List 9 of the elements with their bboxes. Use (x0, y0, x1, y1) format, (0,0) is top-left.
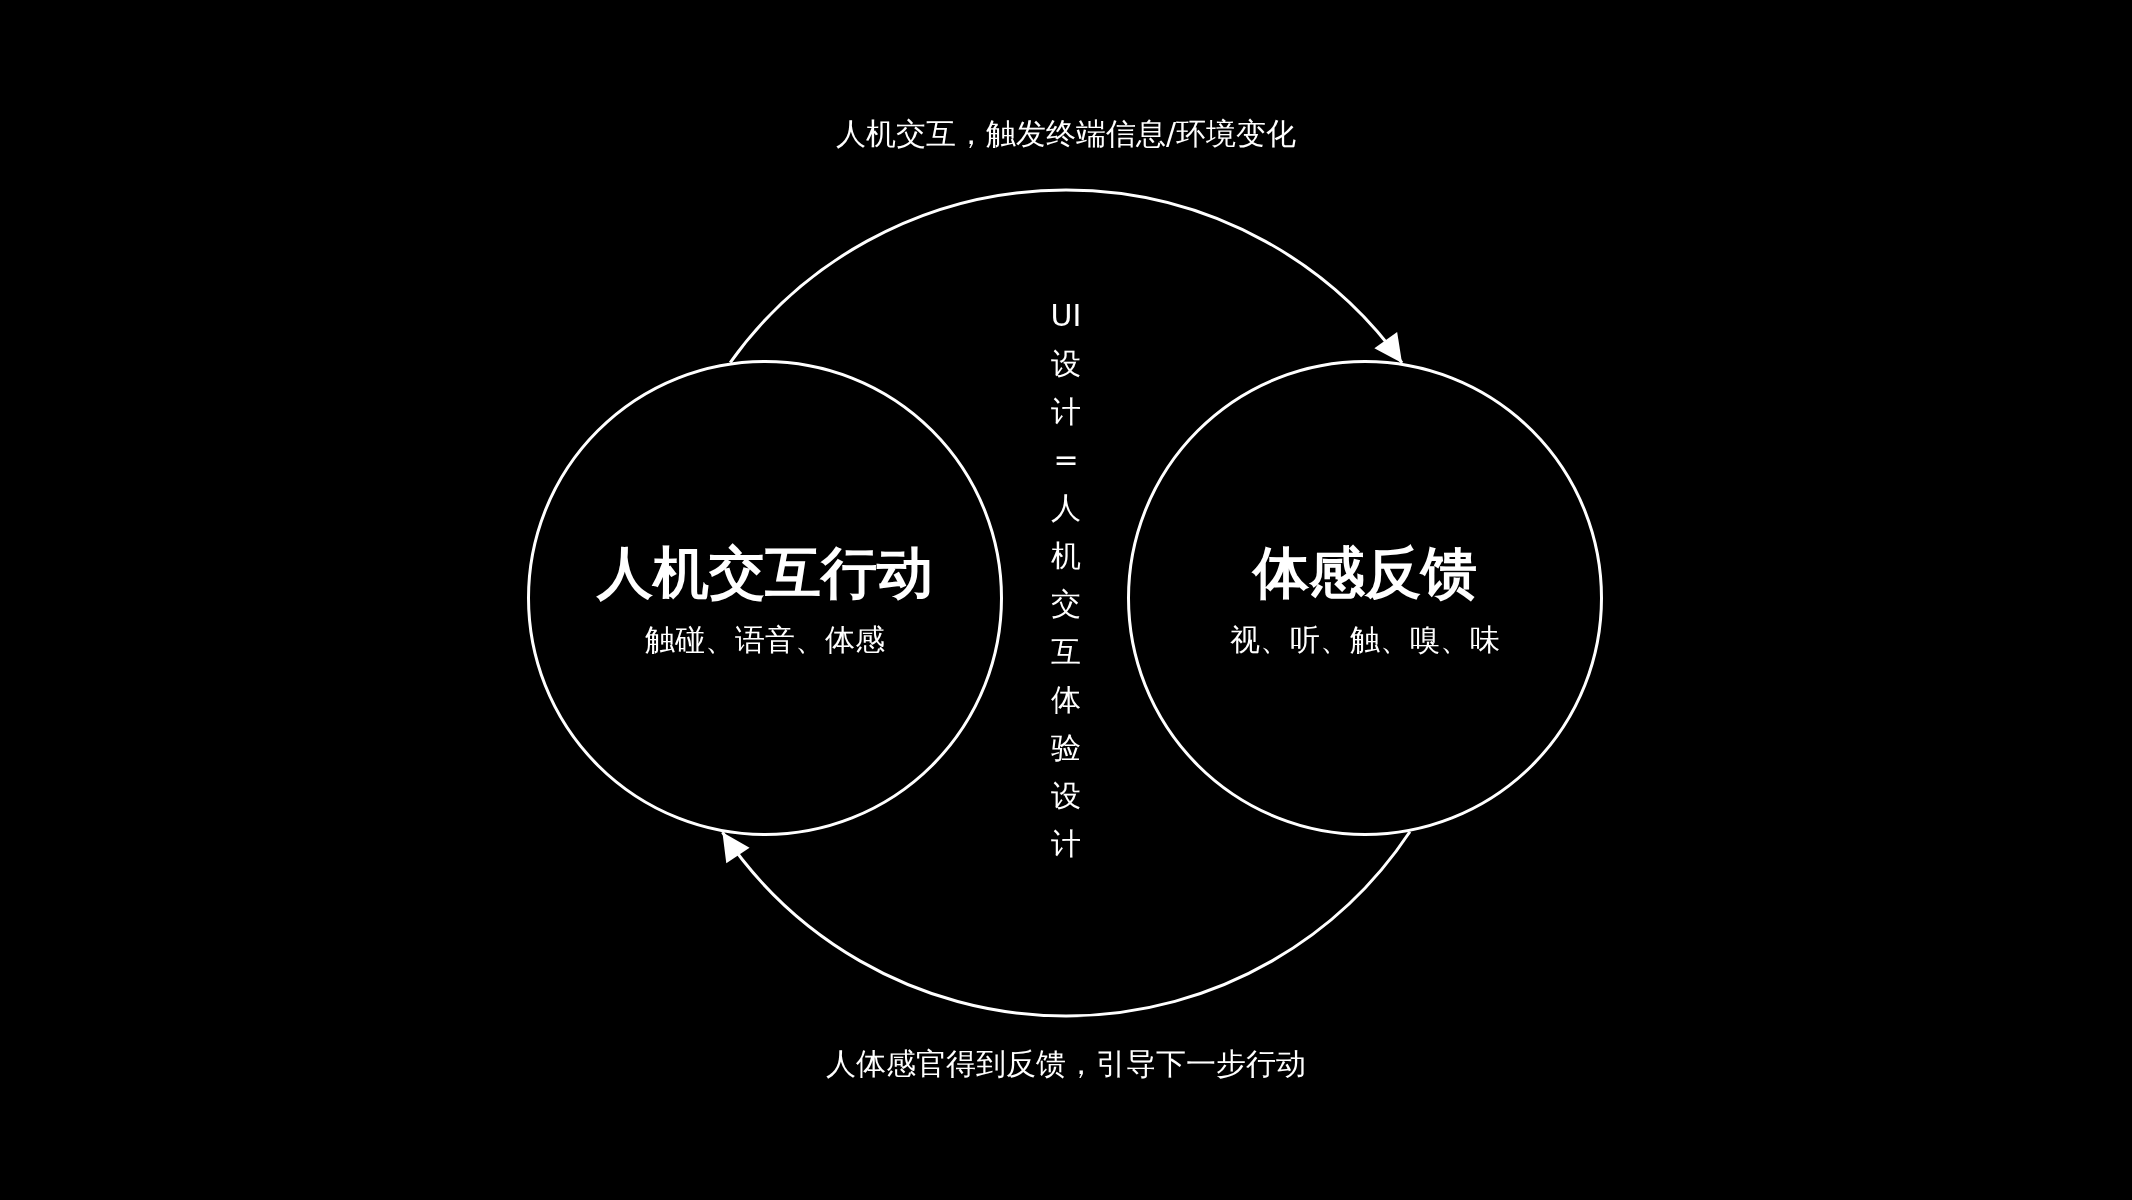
curved-arrow (721, 830, 1412, 1018)
curved-arrow (729, 189, 1404, 364)
node-title: 体感反馈 (1253, 538, 1477, 607)
circle-node (527, 360, 1003, 836)
node-title: 人机交互行动 (597, 538, 933, 607)
node-subtitle: 触碰、语音、体感 (645, 620, 885, 659)
circle-node (1127, 360, 1603, 836)
node-subtitle: 视、听、触、嗅、味 (1230, 620, 1500, 659)
vertical-label: UI设计=人机交互体验设计 (1049, 297, 1083, 863)
